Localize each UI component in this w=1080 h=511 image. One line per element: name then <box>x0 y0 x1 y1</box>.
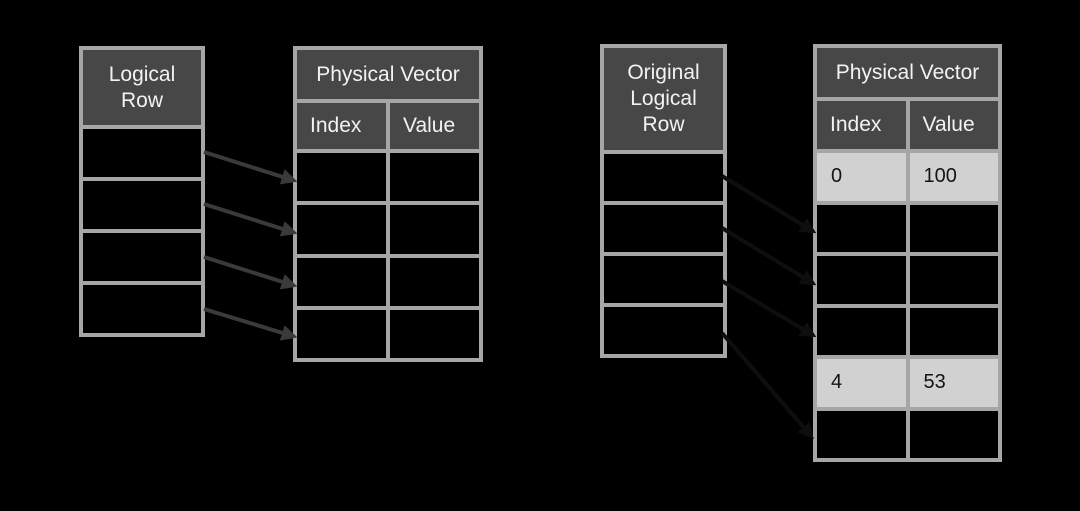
index-cell: 4 <box>817 359 906 407</box>
mapping-arrow <box>720 226 817 286</box>
index-cell <box>297 309 386 358</box>
logical-row-cell <box>83 181 201 229</box>
value-column-header: Value <box>909 101 998 149</box>
index-cell <box>297 205 386 254</box>
index-cell <box>817 307 906 355</box>
original-logical-row-title: Original Logical Row <box>604 48 723 150</box>
value-cell <box>909 307 998 355</box>
logical-row-table: Logical Row <box>79 46 205 337</box>
value-cell: 100 <box>909 153 998 201</box>
physical-vector-table-left: Physical Vector Index Value <box>293 46 483 362</box>
logical-row-table-title: Logical Row <box>83 50 201 125</box>
index-cell <box>817 204 906 252</box>
physical-vector-left-title: Physical Vector <box>297 50 479 99</box>
index-column-header: Index <box>297 103 386 149</box>
logical-row-cell <box>83 233 201 281</box>
physical-vector-table-right: Physical Vector Index Value 0 100 4 53 <box>813 44 1002 462</box>
value-cell <box>390 309 479 358</box>
mapping-arrow <box>203 307 298 341</box>
mapping-arrow <box>720 279 817 338</box>
index-cell <box>297 257 386 306</box>
original-logical-row-cell <box>604 154 723 201</box>
value-column-header: Value <box>390 103 479 149</box>
index-cell <box>297 153 386 202</box>
index-cell: 0 <box>817 153 906 201</box>
physical-vector-right-title: Physical Vector <box>817 48 998 97</box>
value-cell <box>390 257 479 306</box>
value-cell: 53 <box>909 359 998 407</box>
value-cell <box>909 256 998 304</box>
value-cell <box>390 205 479 254</box>
index-cell <box>817 256 906 304</box>
mapping-arrow <box>720 174 817 234</box>
value-cell <box>909 410 998 458</box>
mapping-arrow <box>203 202 298 237</box>
original-logical-row-cell <box>604 307 723 354</box>
value-cell <box>909 204 998 252</box>
logical-row-cell <box>83 129 201 177</box>
logical-row-cell <box>83 285 201 333</box>
mapping-arrow <box>203 150 298 185</box>
mapping-arrow <box>203 255 298 290</box>
original-logical-row-cell <box>604 205 723 252</box>
original-logical-row-cell <box>604 256 723 303</box>
value-cell <box>390 153 479 202</box>
original-logical-row-table: Original Logical Row <box>600 44 727 358</box>
mapping-arrow <box>720 331 814 440</box>
index-column-header: Index <box>817 101 906 149</box>
index-cell <box>817 410 906 458</box>
